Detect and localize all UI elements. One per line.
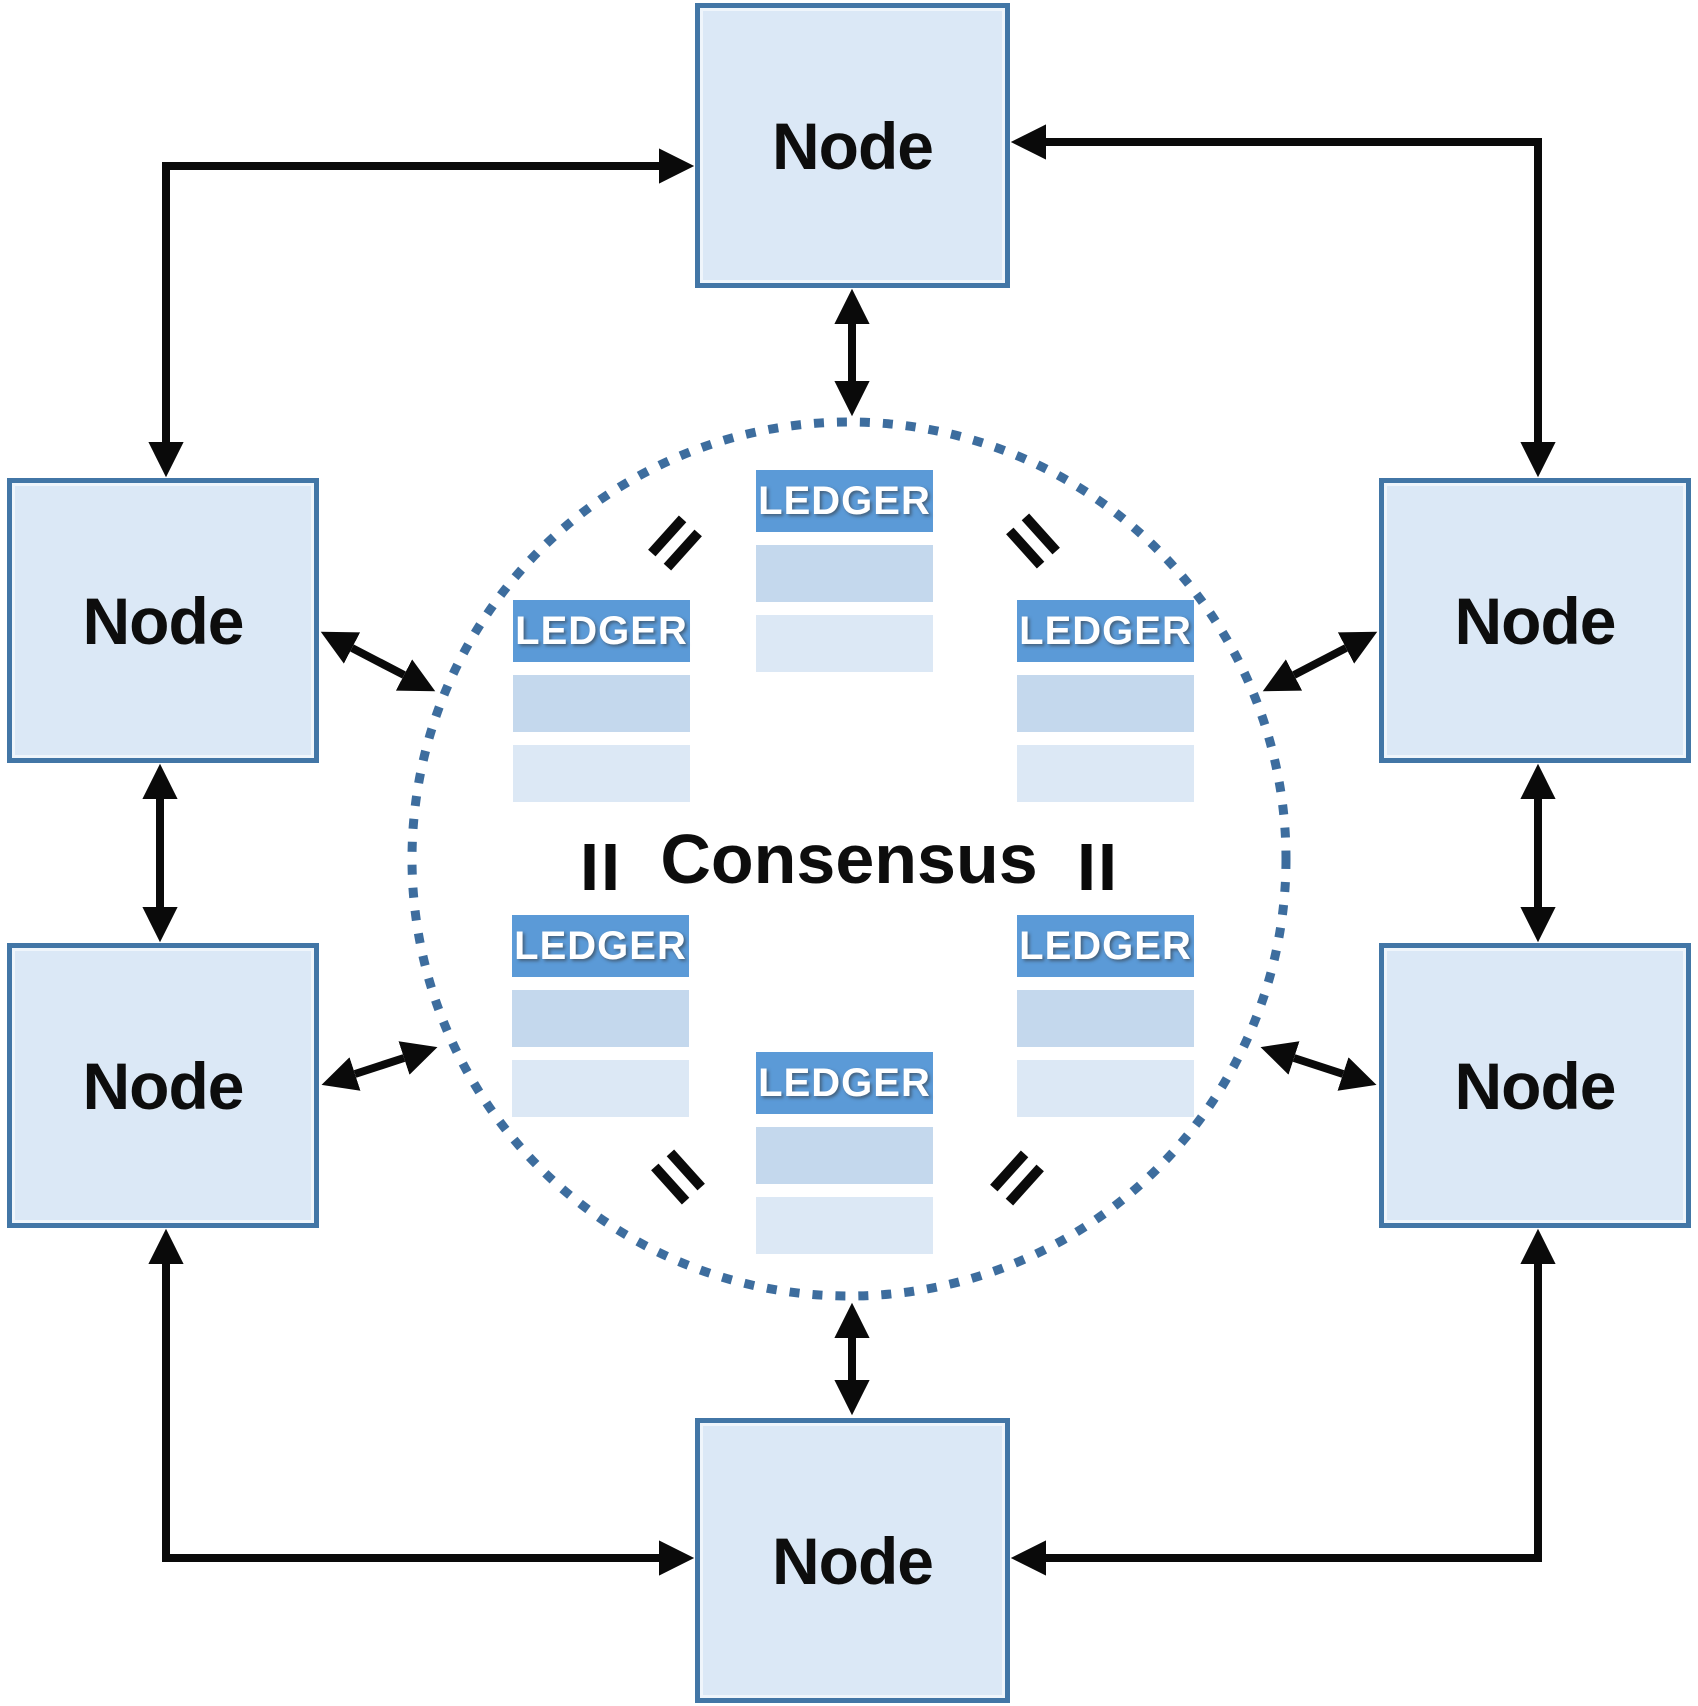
ledger-row [1017, 675, 1194, 732]
ledger-title: LEDGER [756, 1052, 933, 1114]
node-box-upper-right: Node [1379, 478, 1691, 763]
ledger-title: LEDGER [513, 600, 690, 662]
consensus-circle [407, 417, 1291, 1301]
ledger-row [756, 615, 933, 672]
ledger-title: LEDGER [1017, 600, 1194, 662]
arrow-upperleft-to-top-elbow [148, 148, 695, 478]
ledger-title: LEDGER [1017, 915, 1194, 977]
ledger-row [513, 675, 690, 732]
ledger-lower-right: LEDGER [1017, 915, 1194, 1117]
equals-icon-west [584, 844, 616, 890]
ledger-row [513, 745, 690, 802]
node-box-upper-left: Node [7, 478, 319, 763]
node-label: Node [1454, 583, 1617, 658]
arrow-upperright-to-top-elbow [1010, 124, 1556, 478]
ledger-middle-right: LEDGER [1017, 600, 1194, 802]
arrow-upperleft-node-to-circle [320, 631, 436, 692]
node-box-lower-right: Node [1379, 943, 1691, 1228]
arrow-upperright-node-to-circle [1262, 631, 1378, 692]
ledger-row [756, 1197, 933, 1254]
node-box-bottom: Node [695, 1418, 1010, 1703]
node-label: Node [772, 1523, 934, 1598]
arrow-lowerright-node-to-circle [1260, 1041, 1377, 1091]
dotted-circle-border [407, 417, 1291, 1301]
arrow-lowerleft-node-to-circle [321, 1041, 438, 1091]
ledger-lower-left: LEDGER [512, 915, 689, 1117]
node-label: Node [772, 108, 934, 183]
ledger-bottom: LEDGER [756, 1052, 933, 1254]
ledger-title: LEDGER [756, 470, 933, 532]
ledger-row [756, 545, 933, 602]
arrow-lowerright-to-bottom-elbow [1010, 1228, 1556, 1576]
arrow-lowerleft-to-bottom-elbow [148, 1228, 695, 1576]
equals-bar [1102, 844, 1113, 890]
ledger-row [512, 990, 689, 1047]
consensus-label: Consensus [660, 820, 1038, 898]
node-label: Node [1454, 1048, 1617, 1123]
equals-bar [1081, 844, 1092, 890]
ledger-row [1017, 990, 1194, 1047]
equals-bar [605, 844, 616, 890]
ledger-row [1017, 1060, 1194, 1117]
node-box-top: Node [695, 3, 1010, 288]
ledger-row [756, 1127, 933, 1184]
node-box-lower-left: Node [7, 943, 319, 1228]
ledger-top: LEDGER [756, 470, 933, 672]
equals-bar [584, 844, 595, 890]
ledger-title: LEDGER [512, 915, 689, 977]
ledger-row [512, 1060, 689, 1117]
node-label: Node [82, 583, 245, 658]
ledger-row [1017, 745, 1194, 802]
node-label: Node [82, 1048, 245, 1123]
ledger-middle-left: LEDGER [513, 600, 690, 802]
equals-icon-east [1081, 844, 1113, 890]
